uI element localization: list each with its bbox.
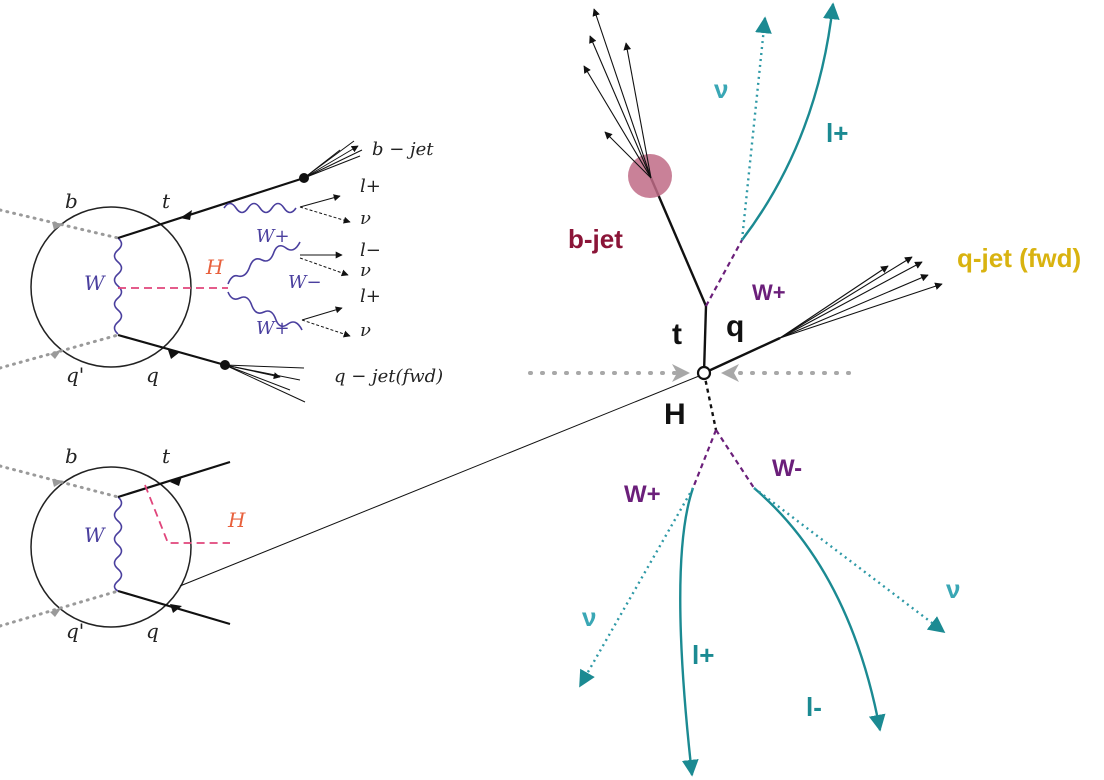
feynman-diagram-top: b t W H q' q b − jet l+ ν W+ l− ν W− l+ … (0, 139, 443, 403)
label-q-top: q (146, 363, 159, 387)
label-wplus-2: W+ (256, 318, 290, 339)
event-lepton-plus-lower (679, 487, 699, 777)
higgs-line-bottom (144, 484, 230, 544)
event-label-wminus-lower: W- (772, 455, 802, 482)
event-label-wplus-upper: W+ (752, 280, 786, 305)
w-propagator-top (113, 237, 123, 335)
label-h-bottom: H (227, 508, 246, 532)
event-label-nu-right: ν (946, 574, 960, 604)
event-higgs (702, 372, 718, 431)
event-label-h: H (664, 398, 686, 431)
label-lminus: l− (360, 240, 381, 261)
label-lplus-1: l+ (360, 176, 381, 197)
beam-left-arrow (672, 364, 690, 382)
label-h-top: H (205, 255, 224, 279)
event-label-nu-left: ν (582, 602, 596, 632)
label-w-bottom: W (84, 523, 106, 547)
event-display: ν l+ b-jet q-jet (fwd) W+ t q H W+ W- ν … (528, 2, 1081, 777)
label-t-top: t (162, 189, 171, 213)
label-b-bottom: b (65, 444, 78, 468)
feynman-diagram-bottom: b t W H q' q (0, 444, 246, 643)
w-propagator-bottom (113, 496, 123, 592)
w-plus-higgs-decay (227, 291, 303, 331)
event-lepton-plus-upper (741, 2, 840, 241)
interaction-blob-bottom (30, 466, 192, 628)
beam-right-arrow (721, 364, 739, 382)
event-label-wplus-lower: W+ (624, 481, 661, 508)
label-wplus-1: W+ (256, 226, 290, 247)
label-qprime-bottom: q' (66, 619, 84, 643)
q-quark-line-top (117, 333, 226, 367)
event-label-lminus-bottom: l- (806, 692, 822, 722)
q-jet-tracks (779, 256, 943, 339)
label-b-top: b (65, 189, 78, 213)
event-b-quark (649, 177, 708, 307)
label-nu-3: ν (360, 320, 371, 341)
event-label-qjet: q-jet (fwd) (957, 243, 1081, 273)
label-t-bottom: t (162, 444, 171, 468)
label-nu-2: ν (360, 260, 371, 281)
event-label-t: t (672, 318, 682, 351)
beam-in-b-top (0, 208, 120, 240)
label-nu-1: ν (360, 208, 371, 229)
label-q-bottom: q (146, 619, 159, 643)
event-label-bjet: b-jet (568, 224, 623, 254)
event-label-q: q (726, 310, 744, 343)
event-neutrino-upper (740, 16, 772, 241)
label-w-top: W (84, 271, 106, 295)
top-quark-arrow (180, 210, 192, 220)
event-neutrino-left (578, 487, 695, 688)
primary-vertex (696, 365, 712, 381)
beam-in-q-top (0, 333, 120, 370)
q-jet-spray-top (224, 364, 306, 403)
label-lplus-2: l+ (360, 286, 381, 307)
label-qjet-top: q − jet(fwd) (334, 366, 443, 387)
event-w-minus-lower (715, 429, 755, 489)
label-bjet-top: b − jet (372, 139, 434, 160)
b-jet-tracks (583, 8, 652, 179)
event-label-nu-top: ν (714, 74, 728, 104)
zoom-connector-line (179, 373, 705, 587)
event-w-plus-upper (705, 239, 743, 307)
event-top-quark (702, 305, 708, 374)
top-quark-line-bottom (117, 460, 231, 499)
event-label-lplus-top: l+ (826, 118, 848, 148)
event-label-lplus-bottom: l+ (692, 640, 714, 670)
top-quark-line (117, 176, 305, 240)
event-w-plus-lower (691, 429, 718, 489)
w-minus-higgs-decay (227, 241, 301, 285)
event-q-quark (703, 336, 781, 375)
w-plus-top-decay (223, 202, 297, 214)
label-qprime-top: q' (66, 363, 84, 387)
beam-arrow-q-top (50, 349, 62, 359)
label-wminus: W− (288, 272, 322, 293)
beam-arrow-b-top (52, 222, 64, 230)
event-neutrino-right (753, 487, 946, 634)
event-lepton-minus-lower (753, 487, 886, 732)
b-jet-spray-top (303, 140, 363, 179)
beam-in-b-bottom (0, 464, 120, 499)
interaction-blob-top (30, 206, 192, 368)
